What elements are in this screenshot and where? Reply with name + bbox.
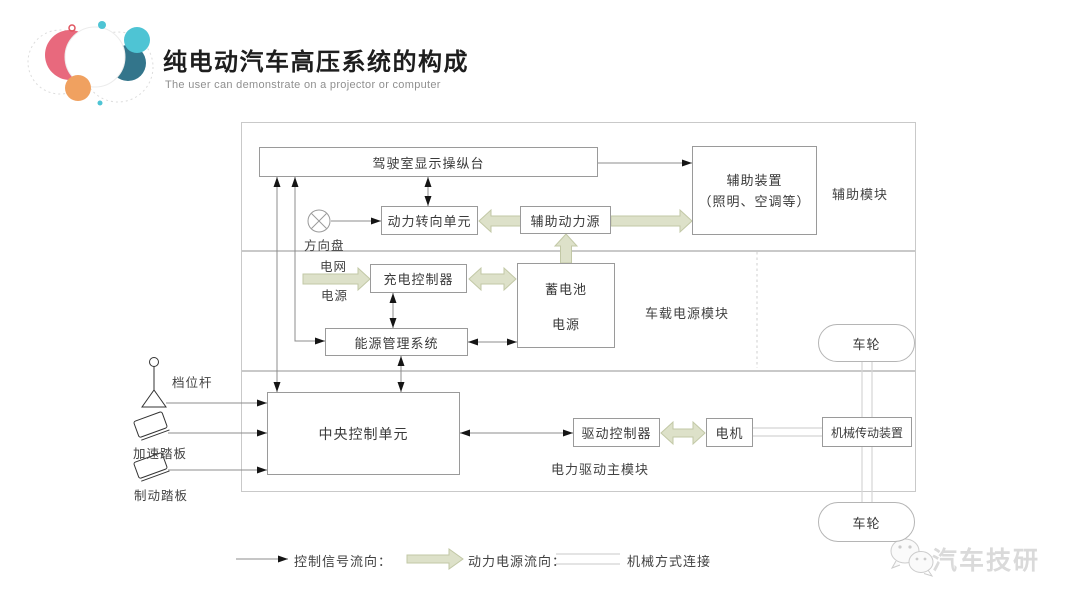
power-arrow-charge-controller-battery bbox=[468, 266, 517, 292]
power-module-label: 车载电源模块 bbox=[645, 306, 730, 321]
legend-power-arrow bbox=[406, 548, 464, 570]
legend-mech-link bbox=[556, 553, 620, 565]
accel-pedal-label: 加速踏板 bbox=[133, 447, 188, 461]
power-arrow-aux-to-aux-device bbox=[610, 208, 693, 234]
aux-device-line2: （照明、空调等） bbox=[698, 193, 811, 209]
page-subtitle: The user can demonstrate on a projector … bbox=[165, 79, 441, 91]
power-arrow-battery-to-aux-power-source bbox=[553, 233, 579, 264]
page-title: 纯电动汽车高压系统的构成 bbox=[163, 49, 469, 76]
gear-lever-icon bbox=[141, 357, 167, 408]
legend-power-flow-label: 动力电源流向： bbox=[468, 554, 567, 569]
legend-mechanical-label: 机械方式连接 bbox=[627, 554, 712, 569]
console-box: 驾驶室显示操纵台 bbox=[259, 147, 598, 177]
steering-unit-box: 动力转向单元 bbox=[381, 206, 478, 235]
drive-controller-box: 驱动控制器 bbox=[573, 418, 660, 447]
logo-icon bbox=[27, 21, 154, 106]
wheel-bottom-box: 车轮 bbox=[818, 502, 915, 542]
ccu-box: 中央控制单元 bbox=[267, 392, 460, 475]
power-module-region bbox=[241, 251, 916, 371]
power-arrow-grid-to-charge-controller bbox=[302, 266, 371, 292]
aux-module-region bbox=[241, 122, 916, 251]
charge-controller-box: 充电控制器 bbox=[370, 264, 467, 293]
wechat-icon bbox=[890, 538, 934, 577]
brake-pedal-label: 制动踏板 bbox=[134, 489, 189, 503]
mech-link-motor-transmission bbox=[753, 427, 822, 437]
steering-wheel-label: 方向盘 bbox=[304, 239, 345, 253]
legend-control-signal-label: 控制信号流向： bbox=[294, 554, 393, 569]
transmission-box: 机械传动装置 bbox=[822, 417, 912, 447]
brake-pedal-icon bbox=[133, 452, 170, 482]
gear-lever-label: 档位杆 bbox=[172, 376, 213, 390]
drive-module-label: 电力驱动主模块 bbox=[551, 462, 650, 477]
aux-device-line1: 辅助装置 bbox=[726, 172, 783, 188]
aux-device-box: 辅助装置 （照明、空调等） bbox=[692, 146, 817, 235]
mech-link-transmission-wheel-bottom bbox=[861, 447, 873, 503]
grid-label-line1: 电网 bbox=[320, 260, 348, 274]
battery-line2: 电源 bbox=[551, 316, 580, 332]
grid-label-line2: 电源 bbox=[321, 289, 349, 303]
steering-wheel-icon bbox=[307, 209, 331, 233]
wheel-top-box: 车轮 bbox=[818, 324, 915, 362]
accelerator-pedal-icon bbox=[133, 411, 170, 441]
ems-box: 能源管理系统 bbox=[325, 328, 468, 356]
aux-power-source-box: 辅助动力源 bbox=[520, 206, 611, 234]
watermark-brand: 汽车技研 bbox=[932, 547, 1041, 575]
battery-line1: 蓄电池 bbox=[544, 281, 587, 297]
motor-box: 电机 bbox=[706, 418, 753, 447]
mech-link-transmission-wheel-top bbox=[861, 362, 873, 417]
battery-box: 蓄电池 电源 bbox=[517, 263, 615, 348]
connector-console-ems bbox=[291, 177, 325, 345]
power-arrow-drive-controller-motor bbox=[660, 420, 706, 446]
drive-module-region bbox=[241, 371, 916, 492]
aux-module-label: 辅助模块 bbox=[832, 187, 889, 202]
